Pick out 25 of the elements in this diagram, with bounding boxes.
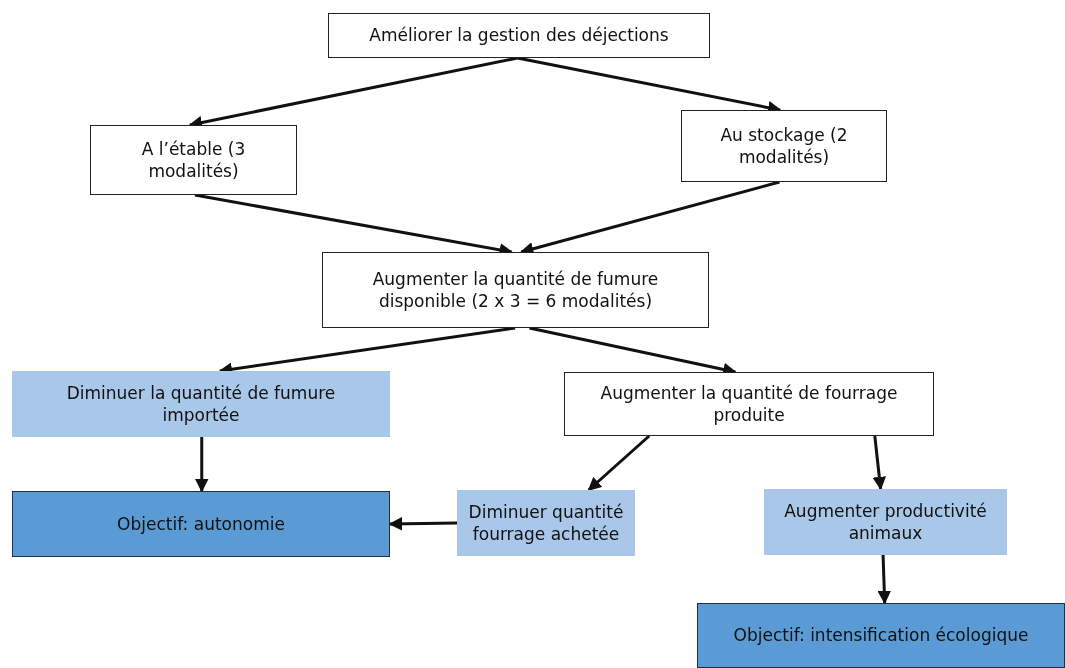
process-box [328, 13, 710, 58]
box-text: Diminuer la quantité de fumure importée [65, 381, 337, 427]
box-text: Augmenter la quantité de fumure disponible (2 x 3 = 6 modalités) [371, 267, 660, 313]
arrow [195, 437, 209, 493]
box-text: Objectif: intensification écologique [733, 624, 1029, 647]
goal-box [697, 603, 1065, 668]
box-text: Améliorer la gestion des déjections [369, 24, 669, 47]
arrow [877, 554, 891, 605]
arrow [872, 435, 886, 491]
goal-box [12, 491, 390, 557]
process-box [681, 110, 887, 182]
arrow [587, 434, 651, 492]
box-text: Augmenter la quantité de fourrage produite [599, 381, 899, 427]
process-box [90, 125, 297, 195]
box-text: Diminuer quantité fourrage achetée [467, 500, 625, 546]
arrow [388, 517, 458, 531]
step-box [764, 489, 1007, 555]
box-text: Au stockage (2 modalités) [719, 123, 849, 169]
step-box [12, 371, 390, 437]
box-text: Augmenter productivité animaux [783, 499, 988, 545]
box-text: A l’étable (3 modalités) [140, 137, 247, 183]
process-box [322, 252, 709, 328]
process-box [564, 372, 934, 436]
box-text: Objectif: autonomie [117, 512, 285, 536]
step-box [457, 490, 635, 556]
